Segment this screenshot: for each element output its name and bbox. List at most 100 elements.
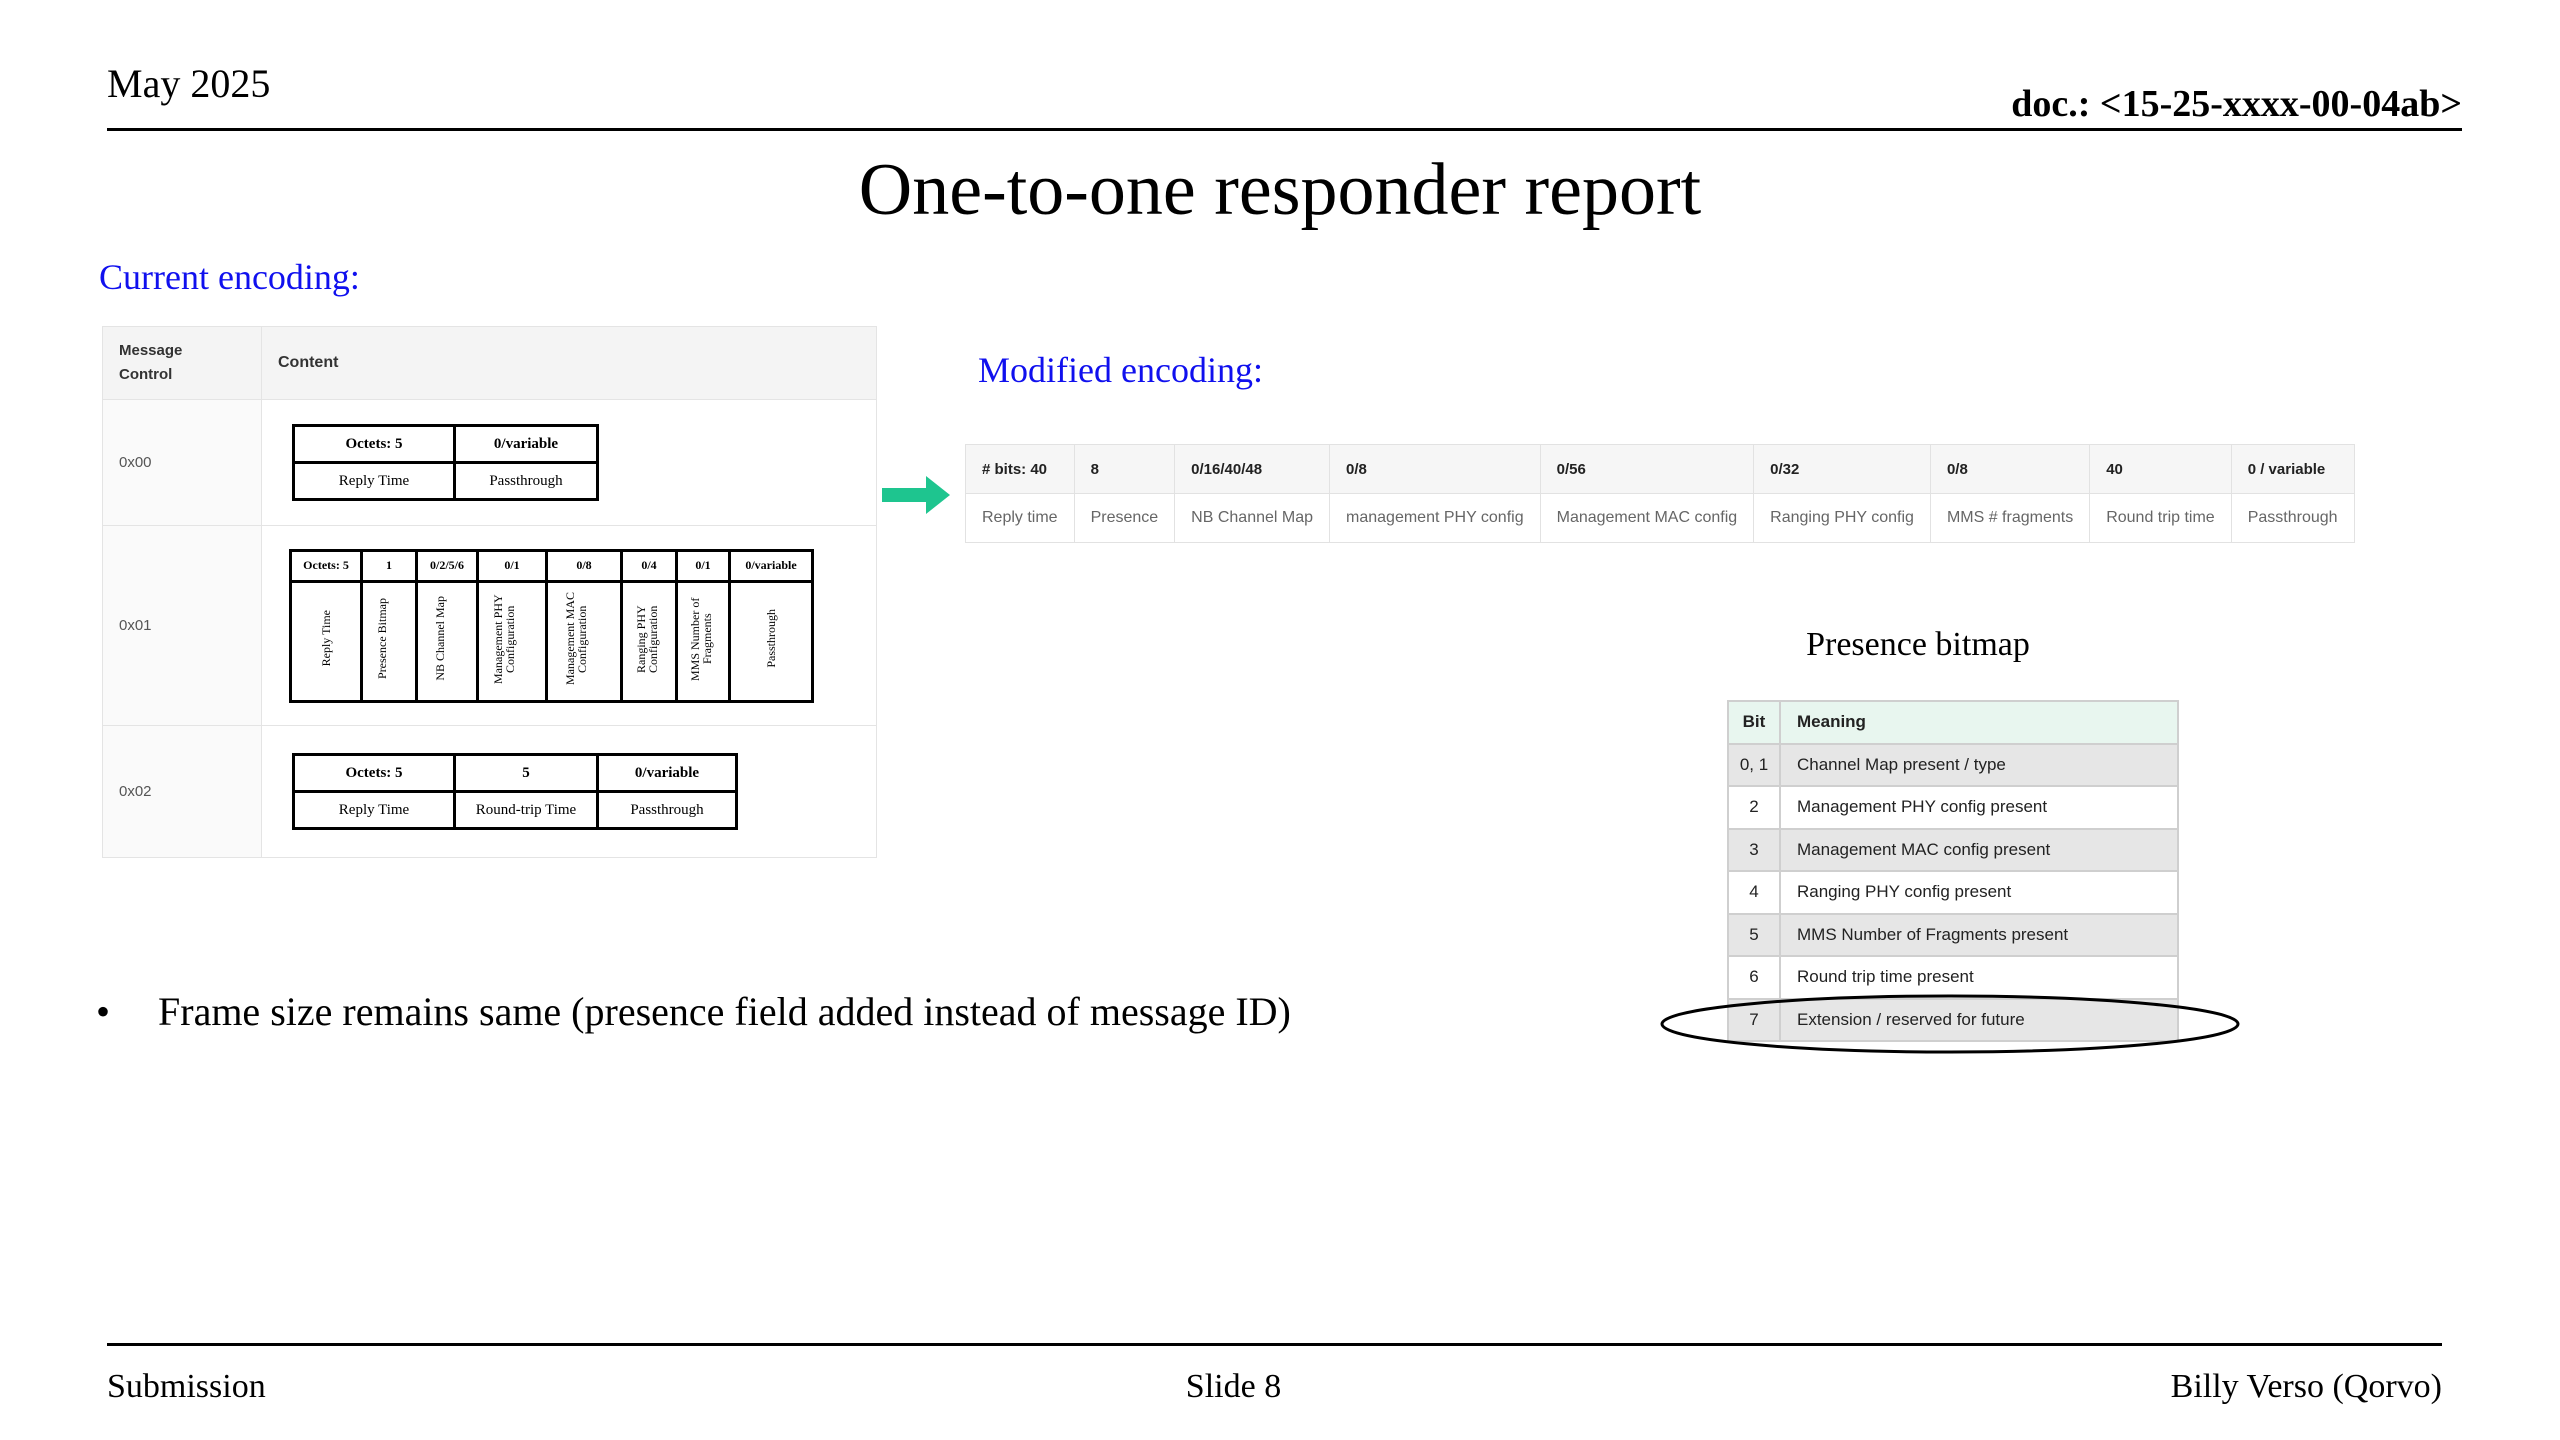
name-cell: Ranging PHY config: [1753, 493, 1931, 543]
field-label-vertical: Passthrough: [764, 609, 778, 668]
presence-bitmap-table: Bit Meaning 0, 1 Channel Map present / t…: [1727, 700, 2179, 1042]
table-row: 3 Management MAC config present: [1727, 827, 2179, 872]
bits-cell: 0/8: [1329, 444, 1541, 494]
field-cell: Management PHY Configuration: [476, 579, 548, 703]
name-cell: Presence: [1073, 493, 1176, 543]
frame-format-0x00: Octets: 5 0/variable Reply Time Passthro…: [292, 424, 599, 501]
field-label-vertical: NB Channel Map: [433, 596, 447, 681]
pb-bit: 7: [1727, 997, 1781, 1042]
col-header-message-control-text: Message Control: [119, 342, 183, 383]
current-encoding-table: Message Control Content 0x00 Octets: 5 0…: [102, 326, 877, 858]
bits-cell: 8: [1073, 444, 1176, 494]
field-cell: Passthrough: [596, 790, 738, 830]
bullet-dot-icon: •: [96, 989, 111, 1034]
header-rule: [107, 128, 2462, 131]
octet-cell: 0/variable: [596, 753, 738, 793]
frame-format-0x02: Octets: 5 5 0/variable Reply Time Round-…: [292, 753, 738, 830]
row-content: Octets: 5 5 0/variable Reply Time Round-…: [261, 725, 877, 858]
pb-meaning: Management MAC config present: [1779, 827, 2179, 872]
octet-cell: Octets: 5: [292, 753, 456, 793]
pb-bit: 5: [1727, 912, 1781, 957]
highlight-ellipse: [1660, 994, 2240, 1054]
field-cell: Ranging PHY Configuration: [620, 579, 678, 703]
row-code: 0x01: [102, 525, 262, 726]
field-cell: Passthrough: [728, 579, 814, 703]
pb-bit: 6: [1727, 955, 1781, 1000]
name-cell: MMS # fragments: [1929, 493, 2091, 543]
pb-meaning: Extension / reserved for future: [1779, 997, 2179, 1042]
field-cell: NB Channel Map: [415, 579, 479, 703]
table-row: 4 Ranging PHY config present: [1727, 870, 2179, 915]
name-cell: Reply time: [965, 493, 1075, 543]
right-arrow-icon: [882, 476, 950, 514]
bits-cell: 0/8: [1929, 444, 2091, 494]
row-code: 0x00: [102, 399, 262, 526]
header-date: May 2025: [107, 61, 271, 106]
modified-encoding-label: Modified encoding:: [978, 350, 1263, 390]
presence-bitmap-title: Presence bitmap: [1806, 626, 2030, 663]
pb-meaning: MMS Number of Fragments present: [1779, 912, 2179, 957]
footer-author: Billy Verso (Qorvo): [2170, 1368, 2442, 1405]
field-label-vertical: Management MAC Configuration: [563, 592, 589, 685]
col-header-message-control: Message Control: [102, 326, 262, 400]
table-row: 2 Management PHY config present: [1727, 785, 2179, 830]
pb-bit: 0, 1: [1727, 742, 1781, 787]
bullet-point: • Frame size remains same (presence field…: [96, 988, 1291, 1035]
octet-cell: 0/variable: [453, 424, 599, 464]
name-cell: Round trip time: [2089, 493, 2232, 543]
field-cell: Reply Time: [292, 461, 456, 501]
pb-bit: 2: [1727, 785, 1781, 830]
field-cell: Management MAC Configuration: [545, 579, 623, 703]
table-row: 0, 1 Channel Map present / type: [1727, 742, 2179, 787]
octet-cell: 0/1: [675, 548, 731, 583]
col-header-content: Content: [261, 326, 877, 400]
pb-meaning: Management PHY config present: [1779, 785, 2179, 830]
octet-cell: 0/variable: [728, 548, 814, 583]
bits-cell: 40: [2089, 444, 2232, 494]
row-content: Octets: 5 0/variable Reply Time Passthro…: [261, 399, 877, 526]
header-doc-id: doc.: <15-25-xxxx-00-04ab>: [2011, 83, 2462, 125]
names-row: Reply time Presence NB Channel Map manag…: [965, 493, 2355, 543]
field-cell: Reply Time: [289, 579, 363, 703]
pb-meaning: Channel Map present / type: [1779, 742, 2179, 787]
field-cell: MMS Number of Fragments: [675, 579, 731, 703]
pb-bit: 4: [1727, 870, 1781, 915]
octet-cell: 0/1: [476, 548, 548, 583]
table-row: 5 MMS Number of Fragments present: [1727, 912, 2179, 957]
octet-cell: 0/4: [620, 548, 678, 583]
name-cell: Management MAC config: [1539, 493, 1755, 543]
bits-cell: 0/16/40/48: [1174, 444, 1331, 494]
field-label-vertical: Presence Bitmap: [375, 598, 389, 679]
name-cell: NB Channel Map: [1174, 493, 1331, 543]
footer-submission: Submission: [107, 1368, 266, 1405]
row-content: Octets: 5 1 0/2/5/6 0/1 0/8 0/4 0/1 0/va…: [261, 525, 877, 726]
bits-cell: # bits: 40: [965, 444, 1075, 494]
bits-cell: 0 / variable: [2230, 444, 2355, 494]
pb-bit: 3: [1727, 827, 1781, 872]
table-row: 7 Extension / reserved for future: [1727, 997, 2179, 1042]
pb-meaning: Ranging PHY config present: [1779, 870, 2179, 915]
footer-rule: [107, 1343, 2442, 1346]
pb-header-bit: Bit: [1727, 700, 1781, 745]
bullet-text: Frame size remains same (presence field …: [158, 989, 1291, 1034]
field-cell: Passthrough: [453, 461, 599, 501]
field-cell: Reply Time: [292, 790, 456, 830]
field-cell: Round-trip Time: [453, 790, 599, 830]
field-label-vertical: Reply Time: [319, 610, 333, 667]
octet-cell: Octets: 5: [292, 424, 456, 464]
field-cell: Presence Bitmap: [360, 579, 418, 703]
bits-cell: 0/56: [1539, 444, 1755, 494]
octet-cell: 0/2/5/6: [415, 548, 479, 583]
bits-row: # bits: 40 8 0/16/40/48 0/8 0/56 0/32 0/…: [965, 444, 2355, 494]
field-label-vertical: Management PHY Configuration: [491, 593, 517, 684]
footer-slide-number: Slide 8: [1185, 1368, 1282, 1405]
frame-format-0x01: Octets: 5 1 0/2/5/6 0/1 0/8 0/4 0/1 0/va…: [289, 548, 814, 703]
current-encoding-label: Current encoding:: [99, 257, 360, 297]
octet-cell: 5: [453, 753, 599, 793]
octet-cell: Octets: 5: [289, 548, 363, 583]
pb-header-meaning: Meaning: [1779, 700, 2179, 745]
field-label-vertical: Ranging PHY Configuration: [634, 604, 660, 673]
bits-cell: 0/32: [1753, 444, 1931, 494]
octet-cell: 0/8: [545, 548, 623, 583]
slide-title: One-to-one responder report: [858, 149, 1702, 231]
